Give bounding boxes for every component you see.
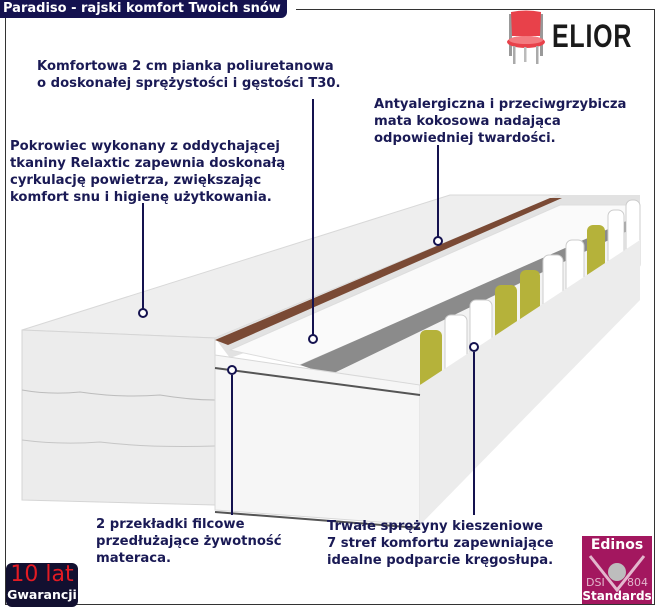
annotation-felt: 2 przekładki filcowe przedłużające żywot… [96,517,282,566]
leader-line-felt [231,375,233,515]
edinos-certificate-badge: Edinos DSI 804 Standards [582,536,652,604]
page-title: Paradiso - rajski komfort Twoich snów [0,0,287,18]
marker-foam [308,334,318,344]
marker-felt [227,365,237,375]
marker-cover [138,308,148,318]
leader-line-cover [142,203,144,313]
annotation-springs: Trwałe sprężyny kieszeniowe 7 stref komf… [327,519,554,568]
warranty-badge: 10 lat Gwarancji [6,563,78,607]
leader-line-foam [312,99,314,339]
brand-logo: ELIOR [552,18,633,54]
marker-springs [469,342,479,352]
annotation-foam: Komfortowa 2 cm pianka poliuretanowa o d… [37,59,341,91]
frame-top-rule [296,9,655,10]
content-frame [5,9,655,605]
annotation-cover: Pokrowiec wykonany z oddychającej tkanin… [10,139,286,205]
marker-coconut [433,236,443,246]
annotation-coconut: Antyalergiczna i przeciwgrzybicza mata k… [374,97,627,146]
leader-line-springs [473,352,475,515]
red-chair-icon [507,10,545,64]
edinos-v-icon [588,555,646,592]
leader-line-coconut [437,145,439,238]
